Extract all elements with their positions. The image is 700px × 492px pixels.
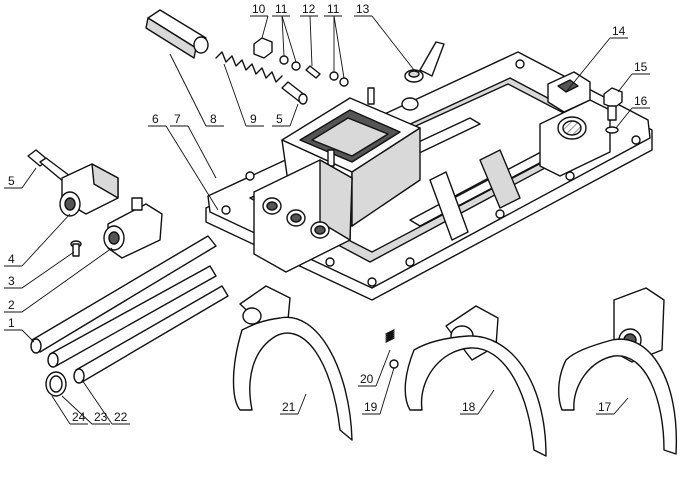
part-12-pin	[305, 65, 321, 79]
callout-11b: 11	[327, 2, 340, 16]
callout-8: 8	[210, 112, 217, 126]
part-23-24-ring	[45, 371, 67, 397]
part-8-plug-sleeve	[145, 9, 209, 59]
callout-2: 2	[8, 298, 15, 312]
callout-9: 9	[250, 112, 257, 126]
callout-12: 12	[302, 2, 316, 16]
callout-13: 13	[356, 2, 370, 16]
callout-22: 22	[114, 410, 128, 424]
part-4-shift-block	[59, 163, 119, 217]
part-5-pin-upper	[281, 81, 308, 105]
callout-15: 15	[634, 60, 648, 74]
part-22-shift-rod	[47, 265, 217, 368]
callout-11a: 11	[275, 2, 288, 16]
part-3-screw	[70, 240, 82, 257]
callout-6: 6	[152, 112, 159, 126]
callout-24: 24	[72, 410, 86, 424]
callout-20: 20	[360, 372, 374, 386]
part-15-bolt	[603, 87, 623, 121]
callout-4: 4	[8, 252, 15, 266]
part-11-washers	[279, 55, 349, 87]
part-10-nut	[253, 37, 273, 59]
callout-labels: 1 2 3 4 5 5 6 7 8 9 10 11 11 12 13 14 15…	[8, 2, 648, 424]
callout-3: 3	[8, 274, 15, 288]
callout-17: 17	[598, 400, 612, 414]
part-19-20-spring-ball	[385, 329, 399, 369]
part-16-washer	[605, 126, 619, 134]
callout-5-upper: 5	[276, 112, 283, 126]
part-18-shift-fork	[404, 305, 547, 457]
callout-21: 21	[282, 400, 296, 414]
leader-lines	[4, 15, 650, 425]
callout-5-lower: 5	[8, 174, 15, 188]
callout-19: 19	[364, 400, 378, 414]
callout-14: 14	[612, 24, 626, 38]
gearbox-cover-housing	[205, 41, 653, 301]
callout-10: 10	[252, 2, 266, 16]
callout-18: 18	[462, 400, 476, 414]
part-1-shift-rod	[30, 235, 217, 354]
part-17-shift-fork	[558, 287, 678, 455]
callout-7: 7	[174, 112, 181, 126]
part-9-spring	[215, 51, 283, 83]
part-shift-rod-lower	[73, 285, 229, 384]
part-21-shift-fork	[232, 285, 353, 441]
callout-1: 1	[8, 316, 15, 330]
callout-23: 23	[94, 410, 108, 424]
part-2-collar	[103, 197, 163, 259]
callout-16: 16	[634, 94, 648, 108]
